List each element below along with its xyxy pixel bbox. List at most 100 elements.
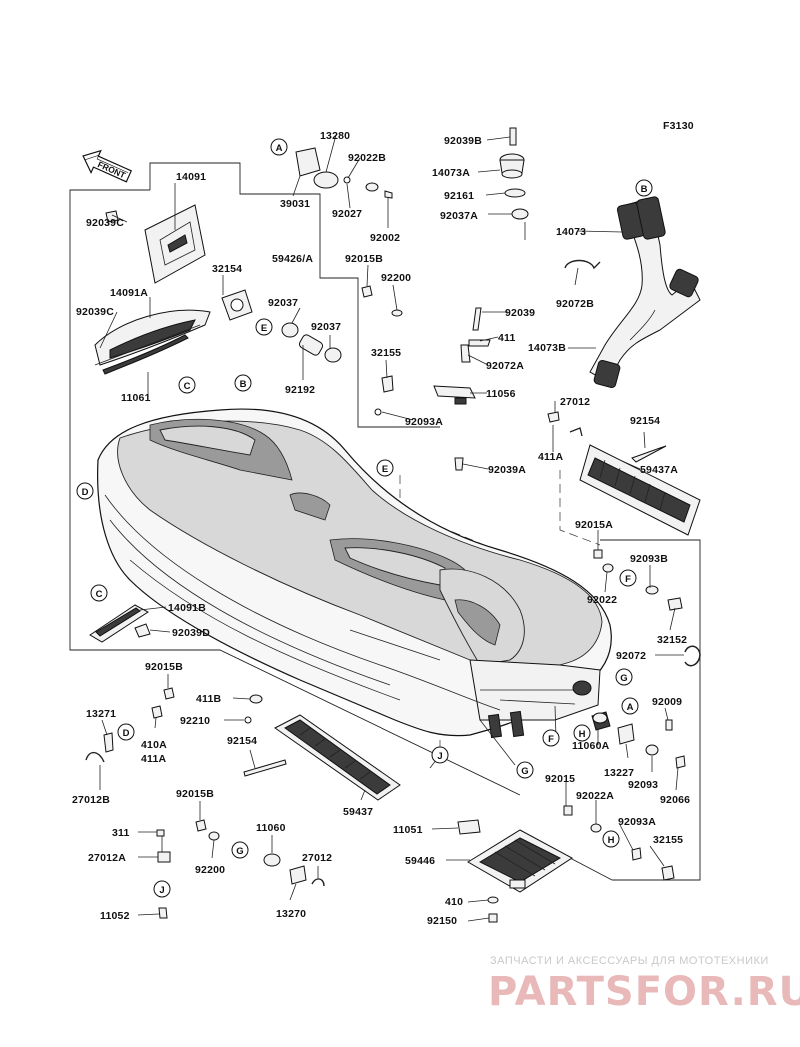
- label-11061: 11061: [121, 392, 151, 404]
- label-92015B-left: 92015B: [145, 661, 183, 673]
- svg-text:H: H: [579, 729, 586, 740]
- part-11051-bracket: [457, 819, 481, 835]
- label-11060A: 11060A: [572, 740, 610, 752]
- label-92039D: 92039D: [172, 627, 210, 639]
- label-32155-top: 32155: [371, 347, 401, 359]
- label-411-top: 411: [498, 332, 516, 344]
- label-92037-1: 92037: [268, 297, 298, 309]
- part-92039B-bolt: [509, 127, 517, 146]
- part-32155-fitting-top: [374, 375, 394, 416]
- svg-text:F: F: [548, 734, 554, 745]
- label-11052: 11052: [100, 910, 130, 922]
- label-92037-2: 92037: [311, 321, 341, 333]
- svg-text:B: B: [641, 184, 648, 195]
- label-59437A: 59437A: [640, 464, 678, 476]
- label-14091A: 14091A: [110, 287, 148, 299]
- label-92093A-top: 92093A: [405, 416, 443, 428]
- part-engine-exits: [572, 680, 608, 724]
- callout-E-top: E: [255, 318, 273, 336]
- label-59446: 59446: [405, 855, 435, 867]
- label-27012: 27012: [560, 396, 590, 408]
- label-410: 410: [445, 896, 463, 908]
- label-32152: 32152: [657, 634, 687, 646]
- part-14091-cover: [144, 204, 206, 284]
- label-92154-top: 92154: [630, 415, 660, 427]
- label-92002: 92002: [370, 232, 400, 244]
- label-92154-mid: 92154: [227, 735, 257, 747]
- part-13271-27012B: [85, 732, 114, 763]
- part-410-92150: [487, 896, 499, 923]
- svg-text:A: A: [627, 702, 634, 713]
- part-59437-grate: [274, 714, 401, 801]
- part-14091B-cover: [89, 604, 149, 643]
- leader-lines: [99, 134, 684, 922]
- label-92072A: 92072A: [486, 360, 524, 372]
- svg-text:D: D: [82, 487, 89, 498]
- svg-text:A: A: [276, 143, 283, 154]
- label-92015: 92015: [545, 773, 575, 785]
- label-14073B: 14073B: [528, 342, 566, 354]
- callout-H-bottom: H: [602, 830, 620, 848]
- label-92015B-top: 92015B: [345, 253, 383, 265]
- label-92072: 92072: [616, 650, 646, 662]
- svg-text:C: C: [184, 381, 191, 392]
- label-39031: 39031: [280, 198, 310, 210]
- part-410A-411A-fittings: [151, 705, 163, 719]
- part-32154-flange: [221, 289, 253, 321]
- hull-body: [97, 408, 612, 739]
- svg-text:C: C: [96, 589, 103, 600]
- part-32152-fitting: [645, 585, 683, 611]
- part-92200-washer-top: [391, 309, 403, 317]
- label-13270: 13270: [276, 908, 306, 920]
- part-92027-92002-hardware: [343, 176, 393, 199]
- label-92066: 92066: [660, 794, 690, 806]
- svg-text:E: E: [261, 323, 267, 334]
- label-27012A: 27012A: [88, 852, 126, 864]
- part-59437A-grate: [579, 444, 701, 536]
- callout-D-left: D: [76, 482, 94, 500]
- part-14073A-cap: [499, 153, 525, 179]
- label-311: 311: [112, 827, 130, 839]
- label-13280: 13280: [320, 130, 350, 142]
- figure-code: F3130: [663, 120, 694, 132]
- label-14091B: 14091B: [168, 602, 206, 614]
- part-92039D-screw: [134, 623, 151, 638]
- label-92072B: 92072B: [556, 298, 594, 310]
- label-92200-top: 92200: [381, 272, 411, 284]
- label-411A: 411A: [538, 451, 564, 463]
- label-92009: 92009: [652, 696, 682, 708]
- label-92039: 92039: [505, 307, 535, 319]
- callout-A-right: A: [621, 697, 639, 715]
- callout-J-bottom: J: [153, 880, 171, 898]
- svg-text:G: G: [620, 673, 627, 684]
- callout-H-right: H: [573, 724, 591, 742]
- callout-J-mid: J: [431, 746, 449, 764]
- part-92154-bolt-mid: [243, 759, 287, 777]
- label-92150: 92150: [427, 915, 457, 927]
- label-14073: 14073: [556, 226, 586, 238]
- part-27012-clip-top: [547, 411, 583, 437]
- part-92072-clamp: [684, 645, 701, 667]
- part-92015B-nut-top: [361, 285, 373, 298]
- part-92015B-92200-bottom: [195, 819, 220, 841]
- callout-G-bottom: G: [231, 841, 249, 859]
- callout-C-left: C: [90, 584, 108, 602]
- label-92192: 92192: [285, 384, 315, 396]
- part-92072A-hose: [460, 344, 471, 363]
- label-59437: 59437: [343, 806, 373, 818]
- part-92093A-32155-bottom: [631, 847, 675, 881]
- label-92200-bot: 92200: [195, 864, 225, 876]
- label-92161: 92161: [444, 190, 474, 202]
- label-14091: 14091: [176, 171, 206, 183]
- label-92093: 92093: [628, 779, 658, 791]
- callout-B-top: B: [635, 179, 653, 197]
- svg-text:E: E: [382, 464, 388, 475]
- label-92039A: 92039A: [488, 464, 526, 476]
- part-11060-13270: [263, 853, 325, 887]
- part-11061-gasket: [102, 334, 189, 375]
- label-13271: 13271: [86, 708, 116, 720]
- callout-circles: A B E C B D E C F G A D F H J G G J H: [76, 138, 653, 898]
- part-92161-ring: [504, 188, 526, 198]
- label-92022: 92022: [587, 594, 617, 606]
